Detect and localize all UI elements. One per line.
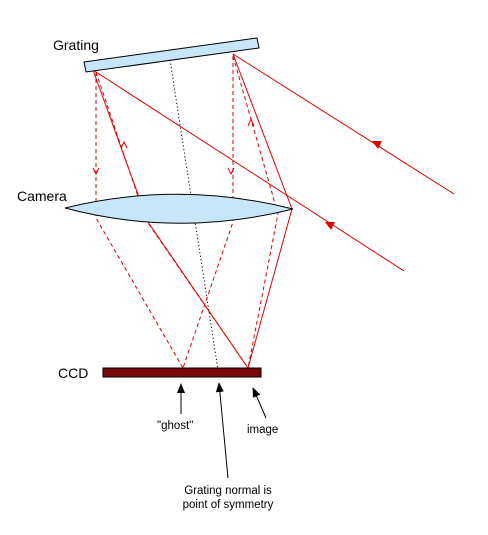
image-label: image: [247, 424, 279, 436]
ghost-ray-b: [182, 56, 234, 369]
grating-label: Grating: [53, 37, 99, 53]
incoming-ray-lower: [92, 69, 405, 272]
normal-pointer: [215, 382, 229, 479]
image-pointer: [252, 387, 267, 419]
ghost-ray-a: [95, 72, 184, 369]
ccd-detector: [102, 367, 262, 378]
normal-note-line2: point of symmetry: [182, 499, 274, 511]
ghost-arrow-2: [227, 167, 235, 176]
ghost-arrow-1: [92, 167, 100, 176]
ghost-arrow-4: [247, 117, 255, 127]
grating-plate: [83, 37, 260, 73]
ghost-ray-d: [232, 55, 279, 369]
ccd-label: CCD: [58, 365, 89, 381]
camera-lens: [64, 193, 294, 224]
ghost-arrow-3: [120, 140, 128, 149]
incoming-ray-upper: [232, 53, 455, 195]
camera-label: Camera: [17, 188, 67, 204]
pointer-arrows: [177, 382, 267, 479]
ghost-arrowheads: [92, 117, 255, 176]
ghost-label: "ghost": [157, 420, 194, 432]
incoming-rays: [92, 53, 455, 272]
incoming-arrow-upper: [372, 141, 382, 149]
incoming-arrow-lower: [325, 222, 335, 230]
normal-note-line1: Grating normal is: [184, 485, 272, 497]
normal-note: Grating normal is point of symmetry: [165, 484, 291, 512]
